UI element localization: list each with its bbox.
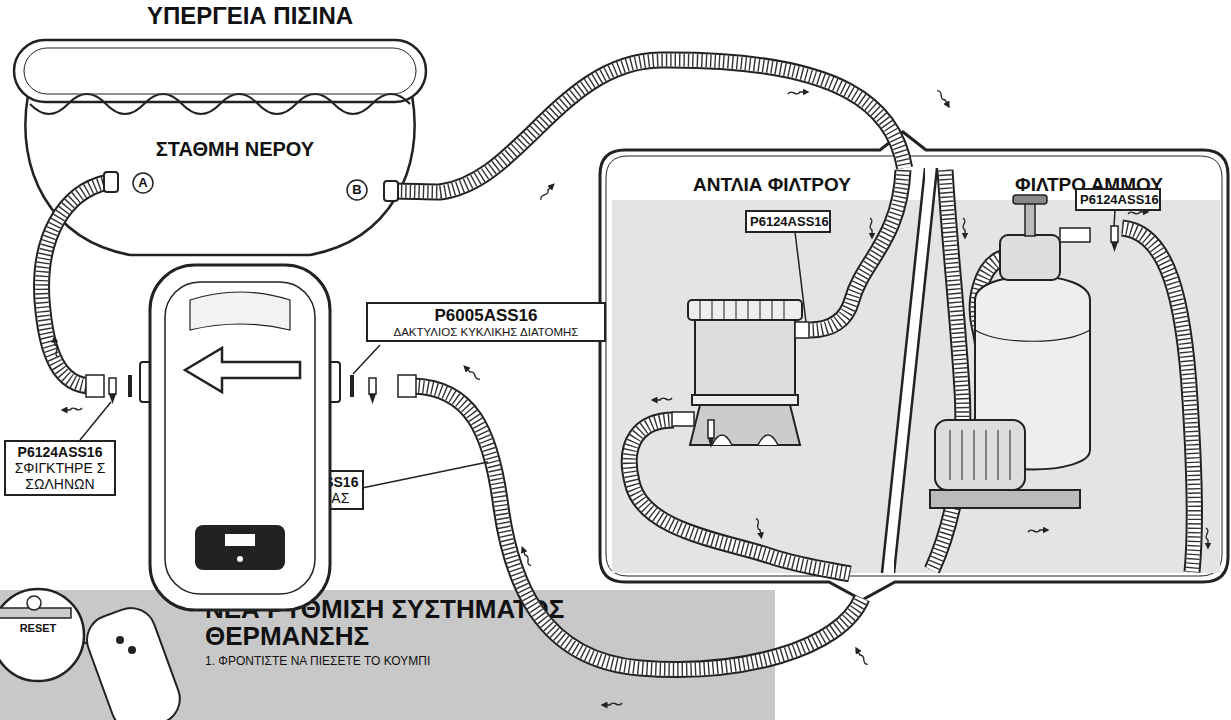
flow-arrow xyxy=(857,649,868,666)
button-label: RESET xyxy=(8,622,68,634)
flow-arrow xyxy=(523,549,531,567)
pool-outline xyxy=(25,95,414,255)
leader-line xyxy=(362,462,488,488)
pool-outline xyxy=(14,40,426,102)
flow-arrow xyxy=(64,408,82,410)
sand-filter-panel: ΦΙΛΤΡΟ ΑΜΜΟΥP6124ASS16 xyxy=(894,168,1220,573)
hose-fitting xyxy=(109,378,116,394)
instruction-heading: ΝΕΑ ΡΥΘΜΙΣΗ ΣΥΣΤΗΜΑΤΟΣ ΘΕΡΜΑΝΣΗΣ xyxy=(205,596,605,650)
pool-outline xyxy=(24,48,416,94)
instruction-band: ΝΕΑ ΡΥΘΜΙΣΗ ΣΥΣΤΗΜΑΤΟΣ ΘΕΡΜΑΝΣΗΣ 1. ΦΡΟΝΤ… xyxy=(0,590,775,720)
hose-ribs xyxy=(440,60,905,192)
port-letter: B xyxy=(327,182,387,197)
flow-arrow xyxy=(937,90,948,107)
port-letter: A xyxy=(113,175,173,190)
flow-arrow xyxy=(54,339,58,357)
heater-unit xyxy=(237,556,243,562)
part-description: ΣΦΙΓΚΤΗΡΕ Σ ΣΩΛΗΝΩΝ xyxy=(9,460,111,492)
hose-fitting xyxy=(86,375,416,404)
hose-fitting xyxy=(109,394,116,404)
panel-fill xyxy=(612,200,921,573)
leader-line xyxy=(353,345,380,374)
water-level-label: ΣΤΑΘΜΗ ΝΕΡΟΥ xyxy=(120,138,350,161)
part-number: P6176ASS16 xyxy=(273,474,359,490)
flow-arrow xyxy=(540,186,554,200)
heater-unit xyxy=(185,348,300,392)
flow-arrow xyxy=(466,366,480,380)
filter-enclosure xyxy=(600,132,1228,600)
part-callout: P6176ASS16ΣΩΛΗΝΑΣ xyxy=(268,470,364,510)
panel-fill xyxy=(894,200,1220,573)
heater-unit xyxy=(195,525,285,570)
flow-arrow xyxy=(857,649,868,666)
hose-outline xyxy=(440,60,905,192)
hose-fitting xyxy=(350,375,354,397)
instruction-step: 1. ΦΡΟΝΤΙΣΤΕ ΝΑ ΠΙΕΣΕΤΕ ΤΟ ΚΟΥΜΠΙ xyxy=(205,654,725,668)
filter-enclosure xyxy=(606,156,1222,576)
hose-body xyxy=(440,60,905,192)
part-callout: P6124ASS16ΣΦΙΓΚΤΗΡΕ Σ ΣΩΛΗΝΩΝ xyxy=(4,440,116,496)
part-number: P6005ASS16 xyxy=(371,306,601,326)
heater-unit xyxy=(165,282,315,594)
part-number: P6124ASS16 xyxy=(9,444,111,460)
flow-arrow xyxy=(788,92,806,94)
pool-shape: ΥΠΕΡΓΕΙΑ ΠΙΣΙΝΑ ΣΤΑΘΜΗ ΝΕΡΟΥ xyxy=(10,0,440,262)
flow-arrow xyxy=(523,549,531,567)
heater-unit xyxy=(225,534,255,546)
hose-fitting xyxy=(398,375,416,397)
hose-connector xyxy=(440,60,905,192)
heater-unit xyxy=(140,362,158,402)
hose-fitting xyxy=(128,375,132,397)
part-callout: P6124ASS16 xyxy=(1075,188,1161,211)
part-callout: P6005ASS16ΔΑΚΤΥΛΙΟΣ ΚΥΚΛΙΚΗΣ ΔΙΑΤΟΜΗΣ xyxy=(366,302,606,342)
filter-pump-panel: ΑΝΤΛΙΑ ΦΙΛΤΡΟΥ P6124ASS16 xyxy=(612,168,925,573)
hose-fitting xyxy=(86,375,104,397)
hose-fitting xyxy=(369,378,376,394)
flow-arrow xyxy=(54,339,58,357)
heater-unit xyxy=(140,265,340,610)
panel-heading: ΑΝΤΛΙΑ ΦΙΛΤΡΟΥ xyxy=(652,174,892,196)
flow-arrow xyxy=(64,408,82,410)
leader-line xyxy=(80,402,111,440)
part-number: P6124ASS16 xyxy=(750,214,826,229)
flow-arrow xyxy=(788,92,806,94)
pool-outline xyxy=(10,0,440,262)
panel-fill xyxy=(894,168,937,573)
part-description: ΣΩΛΗΝΑΣ xyxy=(273,490,359,506)
part-number: P6124ASS16 xyxy=(1080,192,1156,207)
pool-heading: ΥΠΕΡΓΕΙΑ ΠΙΣΙΝΑ xyxy=(100,2,400,30)
panel-fill xyxy=(894,168,1220,573)
heater-unit xyxy=(322,362,340,402)
flow-arrow xyxy=(937,90,948,107)
filter-enclosure xyxy=(600,132,1228,600)
heater-unit xyxy=(150,265,330,610)
part-description: ΔΑΚΤΥΛΙΟΣ ΚΥΚΛΙΚΗΣ ΔΙΑΤΟΜΗΣ xyxy=(371,326,601,338)
heater-unit xyxy=(190,292,290,330)
hose-fitting xyxy=(369,394,376,404)
flow-arrow xyxy=(466,366,480,380)
part-callout: P6124ASS16 xyxy=(745,210,831,233)
pool-outline xyxy=(30,94,410,114)
flow-arrow xyxy=(540,186,554,200)
